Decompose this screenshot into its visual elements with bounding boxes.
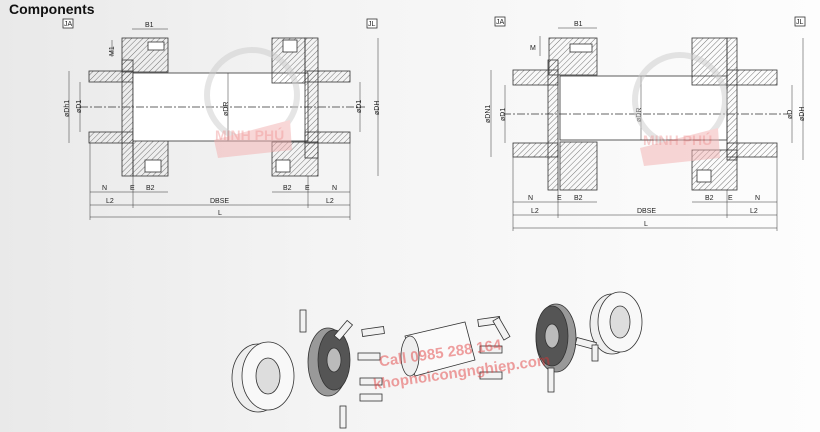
label-dh: øDH <box>374 101 381 115</box>
label-b2: B2 <box>283 185 292 192</box>
watermark-logo-left: MINH PHÚ <box>204 47 300 158</box>
label-d1: øD1 <box>500 108 507 121</box>
label-dh1: øDh1 <box>64 100 71 117</box>
label-l2: L2 <box>326 198 334 205</box>
label-e: E <box>728 195 733 202</box>
label-d: øD <box>787 110 794 119</box>
label-l: L <box>218 210 222 217</box>
label-e: E <box>305 185 310 192</box>
label-dh: øDH <box>799 107 806 121</box>
label-b2: B2 <box>146 185 155 192</box>
label-dn1: øDN1 <box>485 105 492 123</box>
label-e: E <box>557 195 562 202</box>
label-m: M <box>530 45 536 52</box>
label-ja: JA <box>496 19 505 26</box>
label-d1: øD1 <box>76 100 83 113</box>
label-ja: JA <box>64 21 73 28</box>
exploded-view <box>231 291 643 429</box>
label-l: L <box>644 221 648 228</box>
watermark-brand: MINH PHÚ <box>643 131 712 148</box>
label-n: N <box>528 195 533 202</box>
label-b1: B1 <box>574 21 583 28</box>
label-dbse: DBSE <box>210 198 229 205</box>
section-title: Components <box>9 1 95 17</box>
label-n: N <box>102 185 107 192</box>
label-n: N <box>755 195 760 202</box>
watermark-brand: MINH PHÚ <box>215 126 284 143</box>
label-m1: M1 <box>109 46 116 56</box>
label-b1: B1 <box>145 22 154 29</box>
coupling-drawing-right <box>490 16 806 231</box>
label-d1-right: øD1 <box>356 100 363 113</box>
dimension-labels-left: JA JL B1 M1 øDh1 øD1 øDR øD1 øDH N E B2 … <box>64 21 381 217</box>
label-b2: B2 <box>705 195 714 202</box>
label-jl: JL <box>368 21 376 28</box>
label-e: E <box>130 185 135 192</box>
label-n: N <box>332 185 337 192</box>
label-l2: L2 <box>106 198 114 205</box>
label-l2: L2 <box>750 208 758 215</box>
label-l2: L2 <box>531 208 539 215</box>
label-dbse: DBSE <box>637 208 656 215</box>
watermark-logo-right: MINH PHÚ <box>632 52 728 166</box>
label-b2: B2 <box>574 195 583 202</box>
label-jl: JL <box>796 19 804 26</box>
label-dr: øDR <box>223 102 230 116</box>
